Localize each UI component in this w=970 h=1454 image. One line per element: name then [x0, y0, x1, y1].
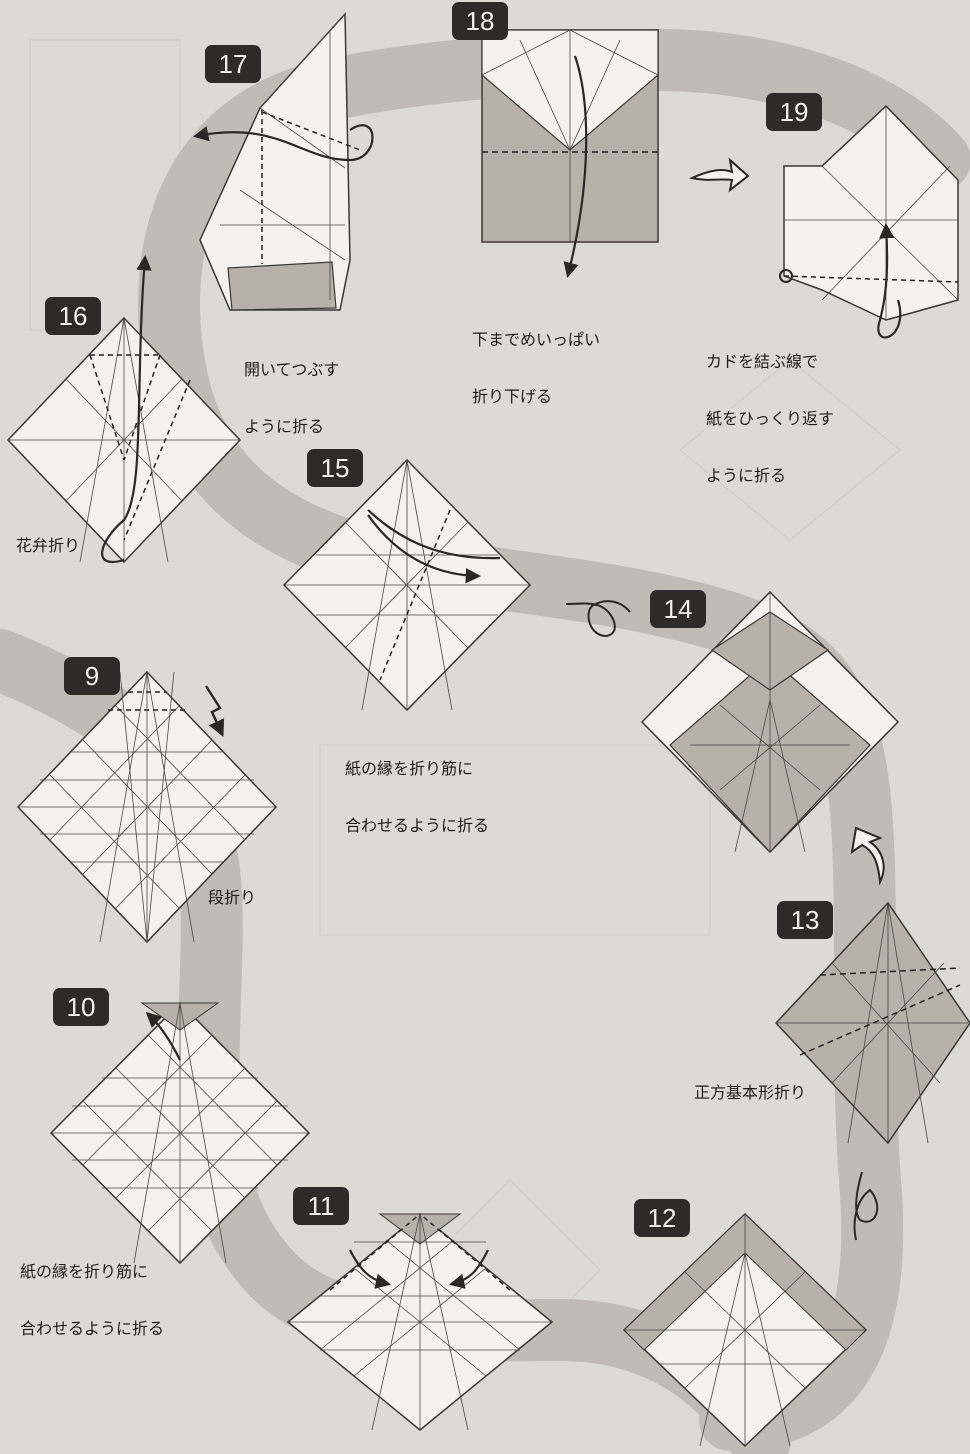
- step-19-diagram: [779, 104, 959, 339]
- step-15-caption-line1: 紙の縁を折り筋に: [345, 759, 474, 778]
- step-18-caption: 下までめいっぱい 折り下げる: [472, 292, 600, 425]
- step-18-caption-line2: 折り下げる: [472, 387, 553, 406]
- step-13-badge: 13: [777, 901, 833, 939]
- step-17-caption-line1: 開いてつぶす: [244, 360, 340, 379]
- step-14-diagram: [640, 590, 900, 854]
- step-19-caption-line3: ように折る: [706, 466, 787, 485]
- step-16-caption: 花弁折り: [16, 536, 81, 555]
- step-12-diagram: [622, 1212, 868, 1448]
- step-19-caption: カドを結ぶ線で 紙をひっくり返す ように折る: [706, 314, 834, 504]
- transition-arrows: [565, 157, 885, 1241]
- step-17-badge: 17: [205, 45, 261, 83]
- step-11-diagram: [286, 1213, 554, 1431]
- step-15-caption-line2: 合わせるように折る: [345, 816, 490, 835]
- step-10-caption-line2: 合わせるように折る: [20, 1319, 165, 1338]
- step-18-caption-line1: 下までめいっぱい: [472, 330, 601, 349]
- step-12-badge: 12: [634, 1199, 690, 1237]
- arrow-13-to-14-icon: [850, 826, 885, 886]
- step-16-badge: 16: [45, 297, 101, 335]
- step-17-diagram: [192, 12, 374, 311]
- step-16-diagram: [6, 254, 242, 564]
- step-15-diagram: [282, 458, 532, 712]
- step-11-badge: 11: [293, 1187, 349, 1225]
- step-18-diagram: [481, 29, 659, 278]
- step-10-badge: 10: [53, 988, 109, 1026]
- step-18-badge: 18: [452, 2, 508, 40]
- step-9-caption: 段折り: [208, 888, 257, 907]
- step-14-badge: 14: [650, 590, 706, 628]
- step-19-caption-line2: 紙をひっくり返す: [706, 409, 835, 428]
- step-10-diagram: [49, 1001, 311, 1265]
- step-9-diagram: [16, 670, 278, 944]
- step-13-caption: 正方基本形折り: [694, 1083, 807, 1102]
- turn-over-12-icon: [853, 1171, 879, 1241]
- step-13-diagram: [774, 901, 970, 1145]
- arrow-18-to-19-icon: [688, 157, 750, 193]
- step-10-caption-line1: 紙の縁を折り筋に: [20, 1262, 149, 1281]
- step-19-badge: 19: [766, 93, 822, 131]
- step-15-badge: 15: [307, 449, 363, 487]
- step-19-caption-line1: カドを結ぶ線で: [706, 352, 819, 371]
- step-9-badge: 9: [64, 657, 120, 695]
- step-10-caption: 紙の縁を折り筋に 合わせるように折る: [20, 1224, 164, 1357]
- step-17-caption-line2: ように折る: [244, 417, 325, 436]
- step-15-caption: 紙の縁を折り筋に 合わせるように折る: [345, 721, 489, 854]
- turn-over-14-icon: [565, 600, 631, 638]
- step-17-caption: 開いてつぶす ように折る: [244, 322, 339, 455]
